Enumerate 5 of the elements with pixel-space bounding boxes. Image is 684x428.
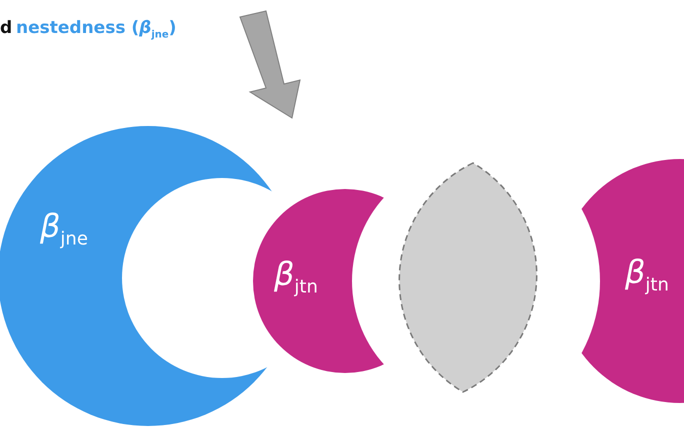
symbol-label: β$_{jtn}$ (274, 258, 318, 296)
symbol-label: β$_{jtn}$ (625, 256, 669, 294)
heading-text: nestedness (β$_{jne}$) (16, 18, 176, 40)
symbol-label: β$_{jne}$ (40, 210, 88, 248)
heading-text: d (0, 18, 12, 38)
